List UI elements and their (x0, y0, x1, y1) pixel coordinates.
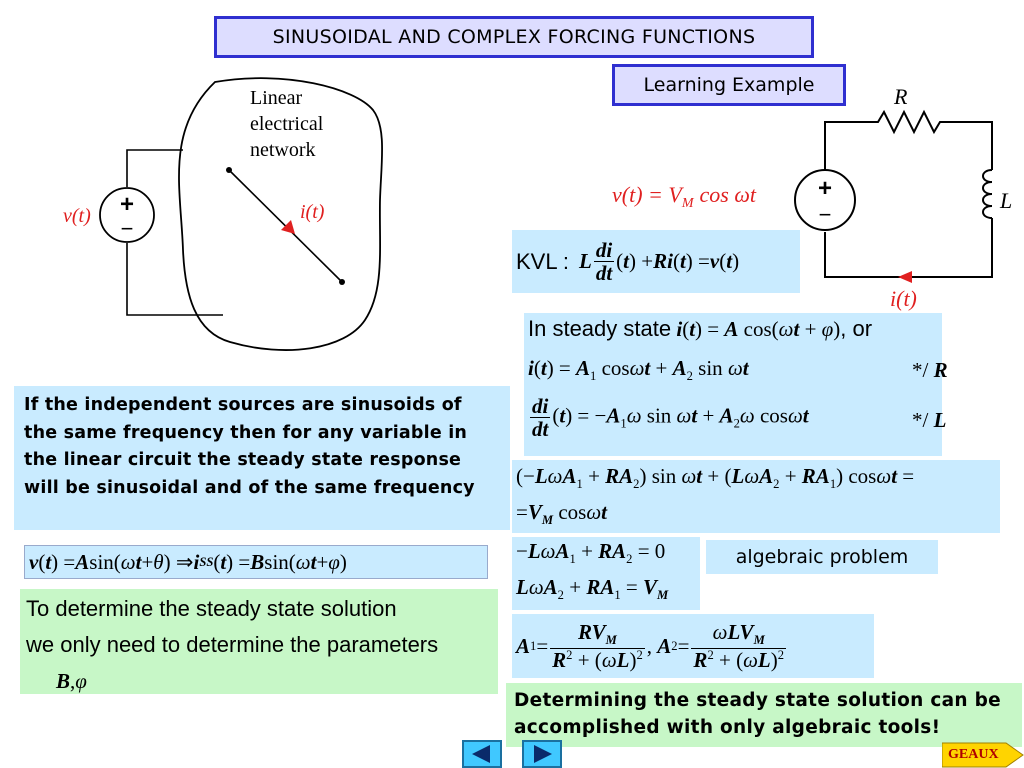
source-label: v(t) (63, 205, 91, 227)
determine-parameters-text: To determine the steady state solution w… (20, 589, 498, 694)
svg-text:−: − (121, 216, 134, 241)
svg-text:network: network (250, 139, 316, 161)
determine-line-1: To determine the steady state solution (26, 596, 397, 621)
geaux-arrow-shape (942, 742, 1024, 768)
voltage-source-icon (794, 169, 856, 231)
current-arrow-icon (898, 271, 912, 283)
resistor-icon (824, 109, 993, 184)
next-slide-button[interactable] (522, 740, 562, 768)
inductor-label: L (999, 188, 1012, 213)
conclusion-text: Determining the steady state solution ca… (506, 683, 1022, 747)
svg-text:electrical: electrical (250, 113, 324, 135)
combined-equation: (−LωA1 + RA2) sin ωt + (LωA2 + RA1) cosω… (512, 460, 1000, 533)
voltage-source-icon (99, 187, 155, 243)
network-blob (178, 77, 384, 351)
linear-network-figure: + − v(t) Linear electrical network i(t) (63, 77, 384, 351)
algebraic-equations: −LωA1 + RA2 = 0 LωA2 + RA1 = VM (512, 537, 700, 610)
right-arrow-icon (534, 745, 552, 763)
left-arrow-icon (472, 745, 490, 763)
resistor-label: R (893, 84, 908, 109)
determine-line-2: we only need to determine the parameters (26, 632, 439, 657)
steady-state-block: In steady state i(t) = A cos(ωt + φ), or… (524, 313, 948, 456)
current-arrow-icon (281, 220, 295, 234)
svg-text:Linear: Linear (250, 87, 303, 109)
current-label: i(t) (300, 201, 325, 223)
independent-sources-text: If the independent sources are sinusoids… (14, 386, 510, 530)
learning-example-label: Learning Example (612, 64, 846, 106)
previous-slide-button[interactable] (462, 740, 502, 768)
slide-title: SINUSOIDAL AND COMPLEX FORCING FUNCTIONS (214, 16, 814, 58)
circuit-current-label: i(t) (890, 286, 917, 311)
algebraic-problem-label: algebraic problem (706, 540, 938, 574)
parameters-math: B,φ (56, 669, 87, 693)
geaux-button[interactable]: GEAUX (942, 742, 1024, 768)
inductor-icon (982, 169, 993, 219)
svg-text:−: − (819, 202, 832, 227)
svg-text:+: + (818, 175, 832, 202)
svg-text:+: + (120, 191, 134, 218)
geaux-label: GEAUX (948, 747, 999, 762)
